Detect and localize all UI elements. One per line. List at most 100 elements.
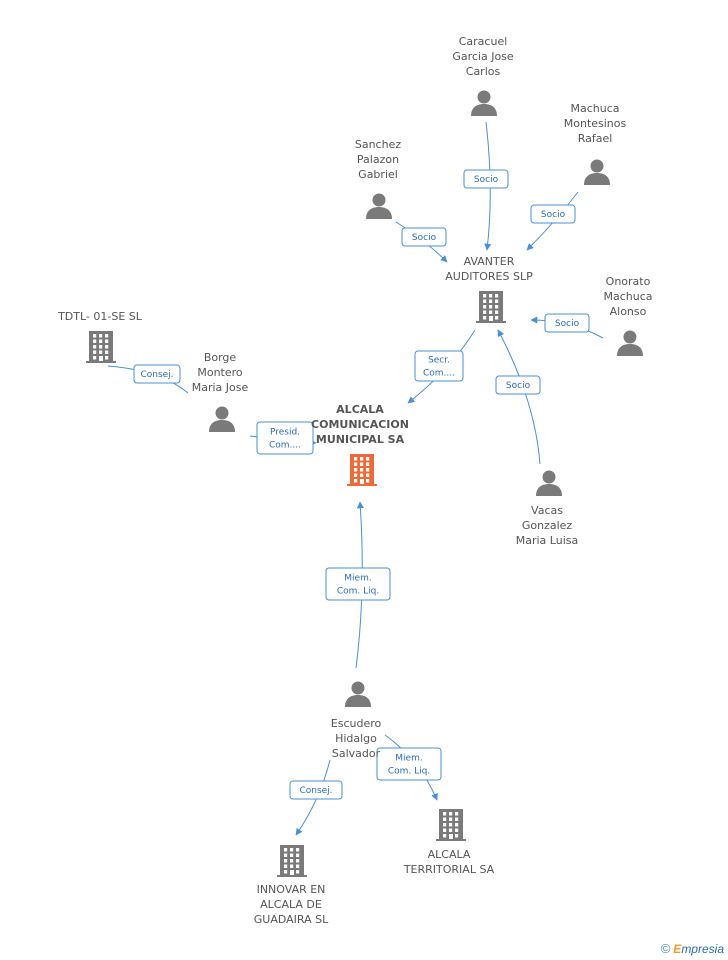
node-label: Palazon [357, 153, 399, 166]
node-label: TERRITORIAL SA [403, 863, 495, 876]
edge-label[interactable]: Socio [544, 313, 590, 333]
edge-label[interactable]: Secr. Com.... [414, 350, 464, 382]
building-icon [436, 809, 466, 841]
edge-label-text: Com.... [423, 369, 455, 379]
building-icon [476, 291, 506, 323]
node-label: Montesinos [564, 117, 627, 130]
nodes-layer: ALCALA COMUNICACION MUNICIPAL SA AVANTERAUD… [57, 35, 652, 926]
node-label: Gonzalez [522, 519, 573, 532]
edge-label-text: Com. Liq. [337, 587, 379, 597]
edge-label-text: Socio [412, 233, 437, 243]
edge-label[interactable]: Consej. [289, 780, 343, 800]
edge-label[interactable]: Socio [495, 375, 541, 395]
node-alcala-comunicacion[interactable]: ALCALA COMUNICACION MUNICIPAL SA [311, 403, 409, 486]
edge-label-text: Presid. [270, 428, 300, 438]
edge-escudero-territorial: Miem. Com. Liq. [376, 734, 442, 801]
edge-label-text: Consej. [140, 370, 173, 380]
node-label: Gabriel [358, 168, 398, 181]
edge-label[interactable]: Miem. Com. Liq. [325, 567, 391, 601]
edge-label-box [544, 313, 590, 333]
node-label: Garcia Jose [452, 50, 514, 63]
node-label: Rafael [578, 132, 613, 145]
edge-label-text: Socio [555, 319, 580, 329]
edge-label[interactable]: Socio [463, 169, 509, 189]
node-label: Hidalgo [335, 732, 377, 745]
edge-label-box [530, 204, 576, 224]
person-icon [366, 193, 392, 219]
edge-label[interactable]: Consej. [133, 364, 181, 384]
node-label: Borge [204, 351, 237, 364]
footer-brand[interactable]: ©Empresia [661, 941, 724, 956]
node-label: AVANTER [464, 255, 515, 268]
node-label: Maria Jose [192, 381, 249, 394]
edge-label[interactable]: Miem. Com. Liq. [376, 747, 442, 781]
node-label: Escudero [331, 717, 382, 730]
edge-escudero-alcala: Miem. Com. Liq. [325, 501, 391, 669]
node-label: Alonso [610, 305, 647, 318]
copyright-symbol: © [660, 941, 671, 956]
edge-label-box [289, 780, 343, 800]
edge-label[interactable]: Socio [530, 204, 576, 224]
person-icon [209, 406, 235, 432]
node-tdtl[interactable]: TDTL- 01-SE SL [57, 310, 143, 363]
edge-label-text: Socio [541, 210, 566, 220]
edge-avanter-alcala: Secr. Com.... [407, 329, 476, 404]
node-label: Vacas [531, 504, 563, 517]
node-label: Sanchez [355, 138, 401, 151]
edge-label-text: Com.... [269, 441, 301, 451]
edge-escudero-innovar: Consej. [289, 759, 343, 836]
edge-label-box [401, 227, 447, 247]
edge-borge-tdtl: Consej. [107, 364, 189, 394]
node-label: Machuca [603, 290, 652, 303]
node-label: Montero [197, 366, 243, 379]
brand-name: mpresia [681, 942, 724, 956]
node-label: ALCALA [336, 403, 384, 416]
edge-label-box [463, 169, 509, 189]
edge-label[interactable]: Presid. Com.... [256, 421, 314, 455]
node-label: TDTL- 01-SE SL [57, 310, 143, 323]
node-label: Onorato [606, 275, 651, 288]
edge-label-text: Socio [506, 381, 531, 391]
edge-label-text: Consej. [299, 786, 332, 796]
building-icon [277, 845, 307, 877]
edge-label-text: Secr. [428, 356, 450, 366]
edge-label-box [376, 747, 442, 781]
node-label: GUADAIRA SL [254, 913, 329, 926]
edge-label-text: Miem. [395, 754, 422, 764]
building-icon [347, 454, 377, 486]
edge-label-box [256, 421, 314, 455]
node-label: MUNICIPAL SA [316, 433, 405, 446]
edge-sanchez-avanter: Socio [395, 221, 448, 263]
node-label: Salvador [332, 747, 381, 760]
edge-line [497, 329, 541, 465]
person-icon [345, 681, 371, 707]
edge-label-box [325, 567, 391, 601]
edges-layer: SocioSocioSocioSocioSocioSecr.Com....Con… [107, 121, 604, 836]
edge-label-text: Com. Liq. [388, 767, 430, 777]
edge-caracuel-avanter: Socio [463, 121, 509, 251]
edge-label-text: Miem. [344, 574, 371, 584]
edge-vacas-avanter: Socio [495, 329, 541, 465]
edge-borge-alcala: Presid. Com.... [249, 421, 317, 455]
node-label: Caracuel [459, 35, 508, 48]
node-label: INNOVAR EN [257, 883, 326, 896]
edge-label-text: Socio [474, 175, 499, 185]
node-label: Machuca [570, 102, 619, 115]
person-icon [617, 330, 643, 356]
person-icon [584, 159, 610, 185]
edge-label[interactable]: Socio [401, 227, 447, 247]
edge-machuca-avanter: Socio [526, 191, 579, 251]
brand-initial: E [673, 942, 682, 956]
node-label: COMUNICACION [311, 418, 409, 431]
